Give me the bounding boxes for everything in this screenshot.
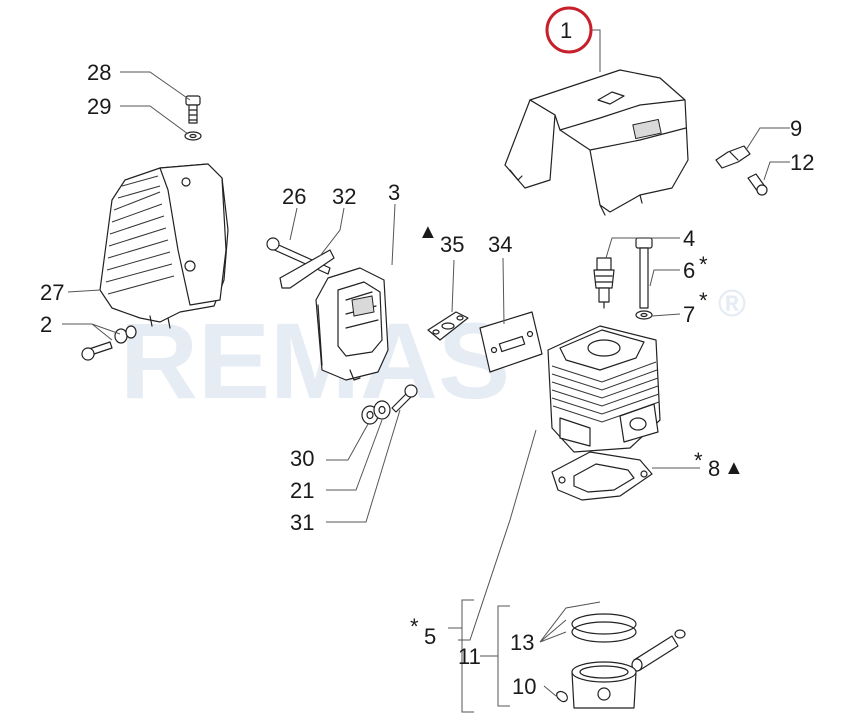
- callout-4[interactable]: 4: [683, 226, 695, 251]
- callout-1[interactable]: 1: [560, 18, 572, 43]
- part-28-bolt[interactable]: [185, 95, 201, 124]
- callout-6[interactable]: 6: [683, 258, 695, 283]
- part-7-washer[interactable]: [635, 310, 653, 320]
- part-13-piston-rings[interactable]: [571, 613, 637, 643]
- highlight-circle: [545, 6, 593, 54]
- part-8-base-gasket[interactable]: [551, 451, 653, 501]
- callout-21[interactable]: 21: [290, 478, 314, 503]
- part-34-gasket-plate[interactable]: [479, 311, 543, 373]
- piston[interactable]: [571, 661, 637, 709]
- marker-asterisk-8: *: [694, 448, 703, 473]
- callout-32[interactable]: 32: [332, 184, 356, 209]
- part-35-gasket[interactable]: [427, 311, 469, 341]
- callout-12[interactable]: 12: [790, 150, 814, 175]
- marker-asterisk-7: *: [699, 288, 708, 313]
- callout-27[interactable]: 27: [40, 280, 64, 305]
- part-31-screw[interactable]: [391, 384, 418, 413]
- part-6-bolt[interactable]: [635, 237, 653, 309]
- cylinder[interactable]: [547, 325, 661, 453]
- part-12-screw[interactable]: [747, 173, 768, 196]
- marker-triangle-35: ▲: [418, 221, 438, 243]
- callout-10[interactable]: 10: [512, 674, 536, 699]
- callout-11[interactable]: 11: [458, 644, 481, 669]
- part-1-shroud[interactable]: [504, 69, 689, 216]
- leader-lines: [62, 29, 790, 713]
- callout-labels: 1 28 29 27 2 26 32 3 ▲ 35 34 4 6 * 7 * 9…: [40, 18, 814, 699]
- piston-pin[interactable]: [631, 629, 686, 672]
- cylinder-fins: [551, 361, 660, 423]
- part-29-washer[interactable]: [184, 131, 202, 141]
- callout-29[interactable]: 29: [87, 94, 111, 119]
- part-32-plate[interactable]: [279, 249, 335, 289]
- callout-5[interactable]: 5: [424, 624, 436, 649]
- callout-31[interactable]: 31: [290, 510, 314, 535]
- watermark-registered: ®: [718, 283, 746, 325]
- callout-2[interactable]: 2: [40, 312, 52, 337]
- part-21-washer[interactable]: [373, 400, 391, 420]
- marker-asterisk-6: *: [699, 252, 708, 277]
- callout-26[interactable]: 26: [282, 184, 306, 209]
- callout-8[interactable]: 8: [708, 456, 720, 481]
- marker-triangle-8: ▲: [724, 457, 744, 479]
- part-4-spark-plug[interactable]: [593, 257, 615, 309]
- part-3-muffler[interactable]: [315, 267, 389, 381]
- part-10-circlip[interactable]: [556, 690, 568, 703]
- callout-9[interactable]: 9: [790, 116, 802, 141]
- callout-3[interactable]: 3: [388, 180, 400, 205]
- callout-30[interactable]: 30: [290, 446, 314, 471]
- callout-28[interactable]: 28: [87, 60, 111, 85]
- marker-asterisk-5: *: [410, 614, 419, 639]
- part-27-filter-cover[interactable]: [99, 163, 229, 329]
- callout-13[interactable]: 13: [510, 630, 534, 655]
- callout-35[interactable]: 35: [440, 232, 464, 257]
- callout-7[interactable]: 7: [683, 302, 695, 327]
- part-2-screw-set[interactable]: [81, 325, 137, 361]
- callout-34[interactable]: 34: [488, 232, 512, 257]
- filter-cover-fins: [105, 175, 175, 295]
- part-9-bracket[interactable]: [715, 145, 751, 169]
